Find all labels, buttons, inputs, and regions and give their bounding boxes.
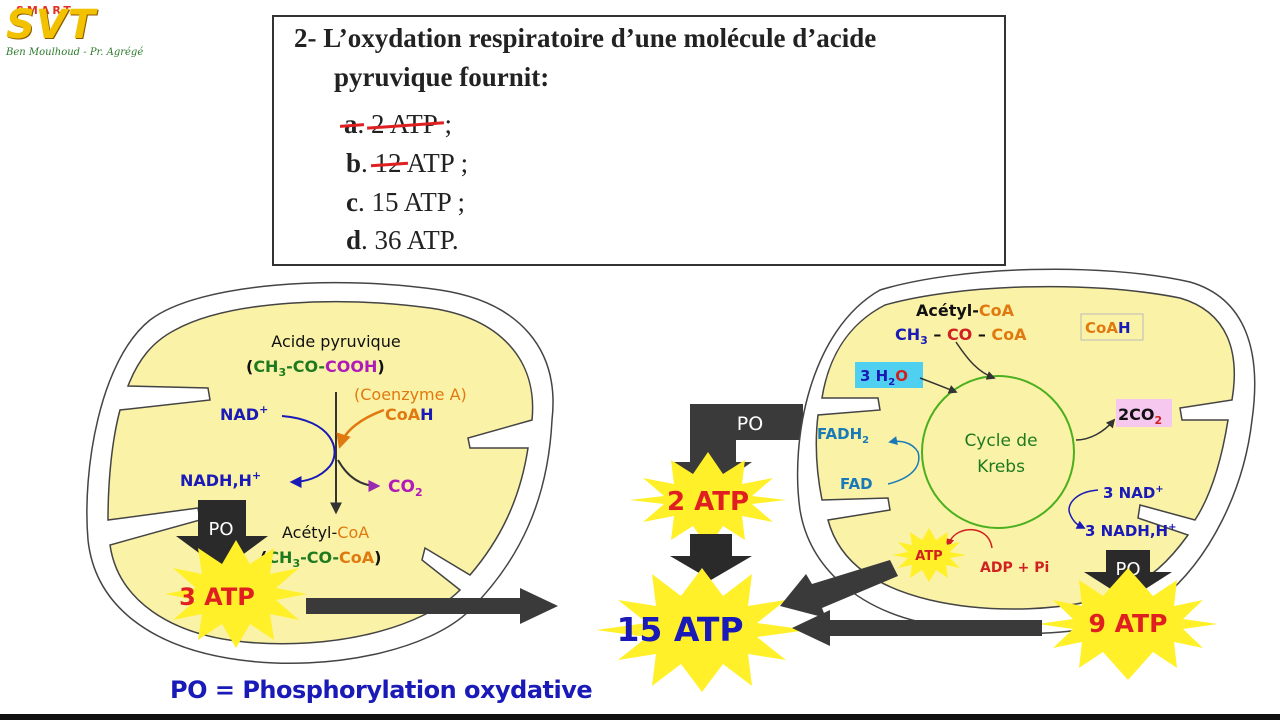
krebs-to-co2-arrow bbox=[1075, 418, 1116, 441]
option-c[interactable]: c. 15 ATP ; bbox=[346, 187, 466, 217]
left-coenzyme: (Coenzyme A) bbox=[354, 385, 467, 404]
option-c-suffix: ; bbox=[450, 187, 466, 217]
option-c-text: 15 ATP bbox=[371, 187, 451, 217]
right-co2: 2CO2 bbox=[1118, 405, 1162, 427]
right-atp-star bbox=[1038, 568, 1218, 680]
left-nad-arrow bbox=[281, 415, 336, 488]
right-coah-box bbox=[1080, 313, 1144, 341]
krebs-label-line2: Krebs bbox=[977, 457, 1025, 477]
right-small-atp-star bbox=[892, 528, 966, 582]
right-co2-box bbox=[1116, 399, 1172, 427]
left-nadh: NADH,H+ bbox=[180, 469, 261, 490]
legend-po: PO = Phosphorylation oxydative bbox=[170, 676, 593, 704]
left-coa-arrow bbox=[336, 408, 385, 449]
right-adp: ADP + Pi bbox=[980, 560, 1049, 576]
right-acetyl-formula: CH3 – CO – CoA bbox=[895, 325, 1027, 347]
krebs-label-line1: Cycle de bbox=[964, 431, 1037, 451]
right-nad: 3 NAD+ bbox=[1103, 484, 1164, 502]
left-po-label: PO bbox=[208, 519, 233, 540]
right-h2o-box bbox=[855, 362, 923, 388]
left-atp-star bbox=[165, 540, 307, 648]
option-d-suffix: . bbox=[451, 225, 459, 255]
left-acide-formula: (CH3-CO-COOH) bbox=[246, 357, 385, 379]
logo-signature: Ben Moulhoud - Pr. Agrégé bbox=[6, 47, 144, 58]
left-acide-label: Acide pyruvique bbox=[271, 332, 400, 351]
option-d-letter: d bbox=[346, 225, 362, 255]
right-to-total-arrow bbox=[792, 610, 1042, 646]
bottom-bar bbox=[0, 714, 1280, 720]
small-atp-to-total-arrow bbox=[780, 560, 898, 618]
logo-brand-top: SMART bbox=[16, 4, 74, 17]
fad-arrow bbox=[887, 436, 920, 485]
right-atp-label: 9 ATP bbox=[1089, 609, 1168, 638]
option-b[interactable]: b. 12 ATP ; bbox=[346, 148, 469, 178]
nad-arrow bbox=[1068, 489, 1099, 529]
right-fadh2: FADH2 bbox=[817, 425, 869, 446]
question-title-line1: 2- L’oxydation respiratoire d’une molécu… bbox=[294, 23, 877, 53]
option-d[interactable]: d. 36 ATP. bbox=[346, 225, 459, 255]
center-atp2-label: 2 ATP bbox=[667, 487, 749, 517]
left-co2: CO2 bbox=[388, 477, 423, 499]
adp-to-atp-arrow bbox=[945, 528, 993, 549]
center-atp2-star bbox=[630, 452, 786, 548]
center-po-label: PO bbox=[737, 413, 763, 435]
right-acetyl: Acétyl-CoA bbox=[916, 301, 1015, 320]
left-nad: NAD+ bbox=[220, 403, 268, 424]
total-atp-label: 15 ATP bbox=[616, 610, 743, 649]
right-small-atp-label: ATP bbox=[915, 549, 942, 564]
option-d-text: 36 ATP bbox=[374, 225, 452, 255]
right-nadh: 3 NADH,H+ bbox=[1085, 522, 1176, 540]
left-acetyl: Acétyl-CoA bbox=[282, 523, 369, 542]
option-a-suffix: ; bbox=[437, 109, 453, 139]
option-a[interactable]: a. 2 ATP ; bbox=[344, 109, 453, 139]
logo-brand: SVT bbox=[6, 2, 97, 48]
acetyl-to-krebs-arrow bbox=[955, 341, 996, 380]
option-b-suffix: ; bbox=[453, 148, 469, 178]
left-co2-arrow bbox=[337, 459, 381, 492]
question-title-line2: pyruvique fournit: bbox=[334, 62, 550, 92]
krebs-cycle-circle bbox=[921, 375, 1075, 529]
atp2-to-total-arrow bbox=[670, 534, 752, 580]
left-to-total-arrow bbox=[306, 588, 558, 624]
h2o-to-krebs-arrow bbox=[919, 377, 958, 394]
question-box: 2- L’oxydation respiratoire d’une molécu… bbox=[272, 15, 1006, 266]
left-coah: CoAH bbox=[385, 405, 434, 424]
right-h2o: 3 H2O bbox=[860, 367, 908, 388]
left-acetyl-formula: (CH3-CO-CoA) bbox=[260, 548, 381, 570]
right-coah: CoAH bbox=[1085, 319, 1131, 337]
option-b-letter: b bbox=[346, 148, 362, 178]
right-fad: FAD bbox=[840, 475, 873, 493]
option-a-text: 2 ATP bbox=[371, 109, 438, 139]
option-c-letter: c bbox=[346, 187, 358, 217]
option-a-letter: a bbox=[344, 109, 358, 139]
left-atp-label: 3 ATP bbox=[179, 583, 255, 611]
logo: SMART SVT Ben Moulhoud - Pr. Agrégé bbox=[4, 2, 144, 64]
total-atp-star bbox=[596, 568, 808, 692]
